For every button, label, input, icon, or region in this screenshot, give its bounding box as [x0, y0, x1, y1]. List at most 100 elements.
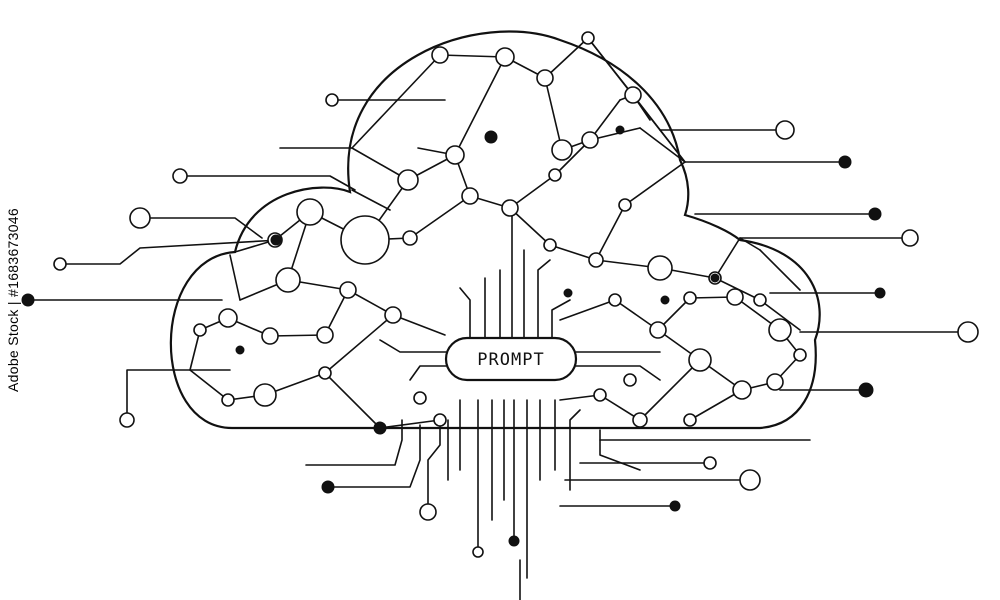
solid-node: [660, 295, 670, 305]
circuit-wire: [305, 419, 403, 466]
open-node: [316, 326, 334, 344]
open-node: [472, 546, 484, 558]
circuit-wire: [229, 254, 241, 301]
open-node: [647, 255, 673, 281]
solid-node: [710, 273, 720, 283]
circuit-wire: [269, 334, 326, 337]
circuit-wire: [759, 299, 801, 331]
circuit-wire: [351, 54, 441, 149]
open-node: [318, 366, 332, 380]
solid-node: [874, 287, 886, 299]
solid-node: [21, 293, 35, 307]
open-node: [119, 412, 135, 428]
open-node: [53, 257, 67, 271]
circuit-wire: [559, 299, 616, 321]
open-node: [957, 321, 979, 343]
chip-label: PROMPT: [477, 350, 544, 370]
open-node: [253, 383, 277, 407]
open-node: [431, 46, 449, 64]
circuit-wire: [324, 372, 381, 429]
open-node: [649, 321, 667, 339]
circuit-wire: [714, 237, 741, 279]
open-node: [775, 120, 795, 140]
open-node: [261, 327, 279, 345]
circuit-wire: [454, 56, 506, 156]
open-node: [339, 281, 357, 299]
open-node: [536, 69, 554, 87]
open-node: [325, 93, 339, 107]
open-node: [739, 469, 761, 491]
open-node: [688, 348, 712, 372]
circuit-wire: [551, 299, 571, 339]
open-node: [632, 412, 648, 428]
circuit-nodes: [21, 31, 979, 558]
open-node: [221, 393, 235, 407]
circuit-wire: [139, 217, 263, 239]
circuit-wire: [179, 175, 356, 191]
solid-node: [868, 207, 882, 221]
open-node: [461, 187, 479, 205]
open-node: [384, 306, 402, 324]
circuit-wire: [439, 54, 506, 58]
open-node: [275, 267, 301, 293]
circuit-wire: [409, 195, 471, 239]
circuit-wire: [324, 314, 394, 374]
solid-node: [669, 500, 681, 512]
open-node: [703, 456, 717, 470]
circuit-wire: [537, 259, 551, 339]
circuit-wire: [599, 429, 641, 471]
circuit-wire: [599, 394, 641, 421]
open-node: [296, 198, 324, 226]
circuit-wire: [569, 409, 581, 491]
open-node: [683, 291, 697, 305]
circuit-wire: [739, 237, 761, 251]
circuit-wire: [379, 419, 441, 429]
open-node: [608, 293, 622, 307]
solid-node: [508, 535, 520, 547]
open-node: [397, 169, 419, 191]
open-node: [501, 199, 519, 217]
solid-node: [615, 125, 625, 135]
open-node: [445, 145, 465, 165]
circuit-wire: [392, 314, 446, 336]
solid-node: [484, 130, 498, 144]
open-node: [593, 388, 607, 402]
open-node: [413, 391, 427, 405]
circuit-wire: [509, 174, 556, 209]
solid-node: [838, 155, 852, 169]
prompt-chip: PROMPT: [444, 336, 578, 382]
open-node: [340, 215, 390, 265]
open-node: [551, 139, 573, 161]
solid-node: [321, 480, 335, 494]
solid-node: [270, 234, 282, 246]
open-node: [683, 413, 697, 427]
open-node: [419, 503, 437, 521]
solid-node: [373, 421, 387, 435]
circuit-wire: [639, 127, 686, 163]
circuit-wire: [189, 329, 201, 371]
circuit-wire: [549, 244, 597, 261]
open-node: [901, 229, 919, 247]
circuit-wire: [427, 419, 441, 513]
open-node: [618, 198, 632, 212]
circuit-wire: [351, 189, 391, 211]
circuit-wire: [59, 239, 281, 265]
circuit-wire: [126, 369, 231, 421]
circuit-wire: [409, 365, 447, 381]
open-node: [588, 252, 604, 268]
open-node: [402, 230, 418, 246]
circuit-wire: [544, 37, 589, 79]
open-node: [768, 318, 792, 342]
open-node: [218, 308, 238, 328]
open-node: [753, 293, 767, 307]
solid-node: [858, 382, 874, 398]
open-node: [433, 413, 447, 427]
circuit-wire: [639, 359, 701, 421]
circuit-wire: [459, 287, 471, 339]
circuit-wire: [689, 389, 743, 421]
solid-node: [235, 345, 245, 355]
open-node: [581, 31, 595, 45]
circuit-wire: [509, 207, 551, 246]
circuit-wires: [27, 37, 969, 600]
open-node: [581, 131, 599, 149]
